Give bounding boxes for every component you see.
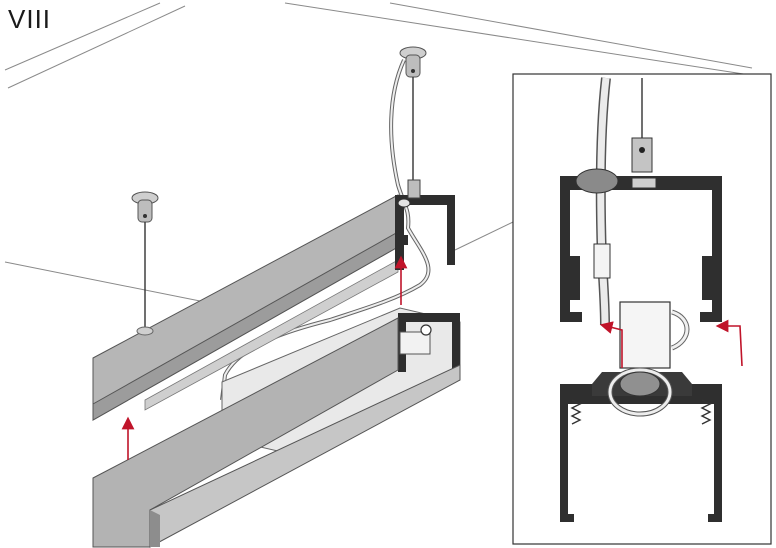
inset-cable — [593, 77, 653, 326]
direction-arrow-icon — [599, 319, 743, 368]
ceiling-canopy-icon — [131, 191, 159, 330]
direction-arrow-icon — [121, 255, 408, 460]
ceiling-outline — [4, 2, 753, 303]
lower-profile — [92, 317, 461, 548]
inset-lower-section — [560, 384, 722, 522]
upper-profile — [92, 179, 455, 421]
cable-grommet — [575, 168, 619, 194]
step-label: VIII — [8, 4, 52, 34]
spring-clip-icon — [570, 399, 712, 425]
ceiling-canopy-icon — [399, 46, 427, 188]
